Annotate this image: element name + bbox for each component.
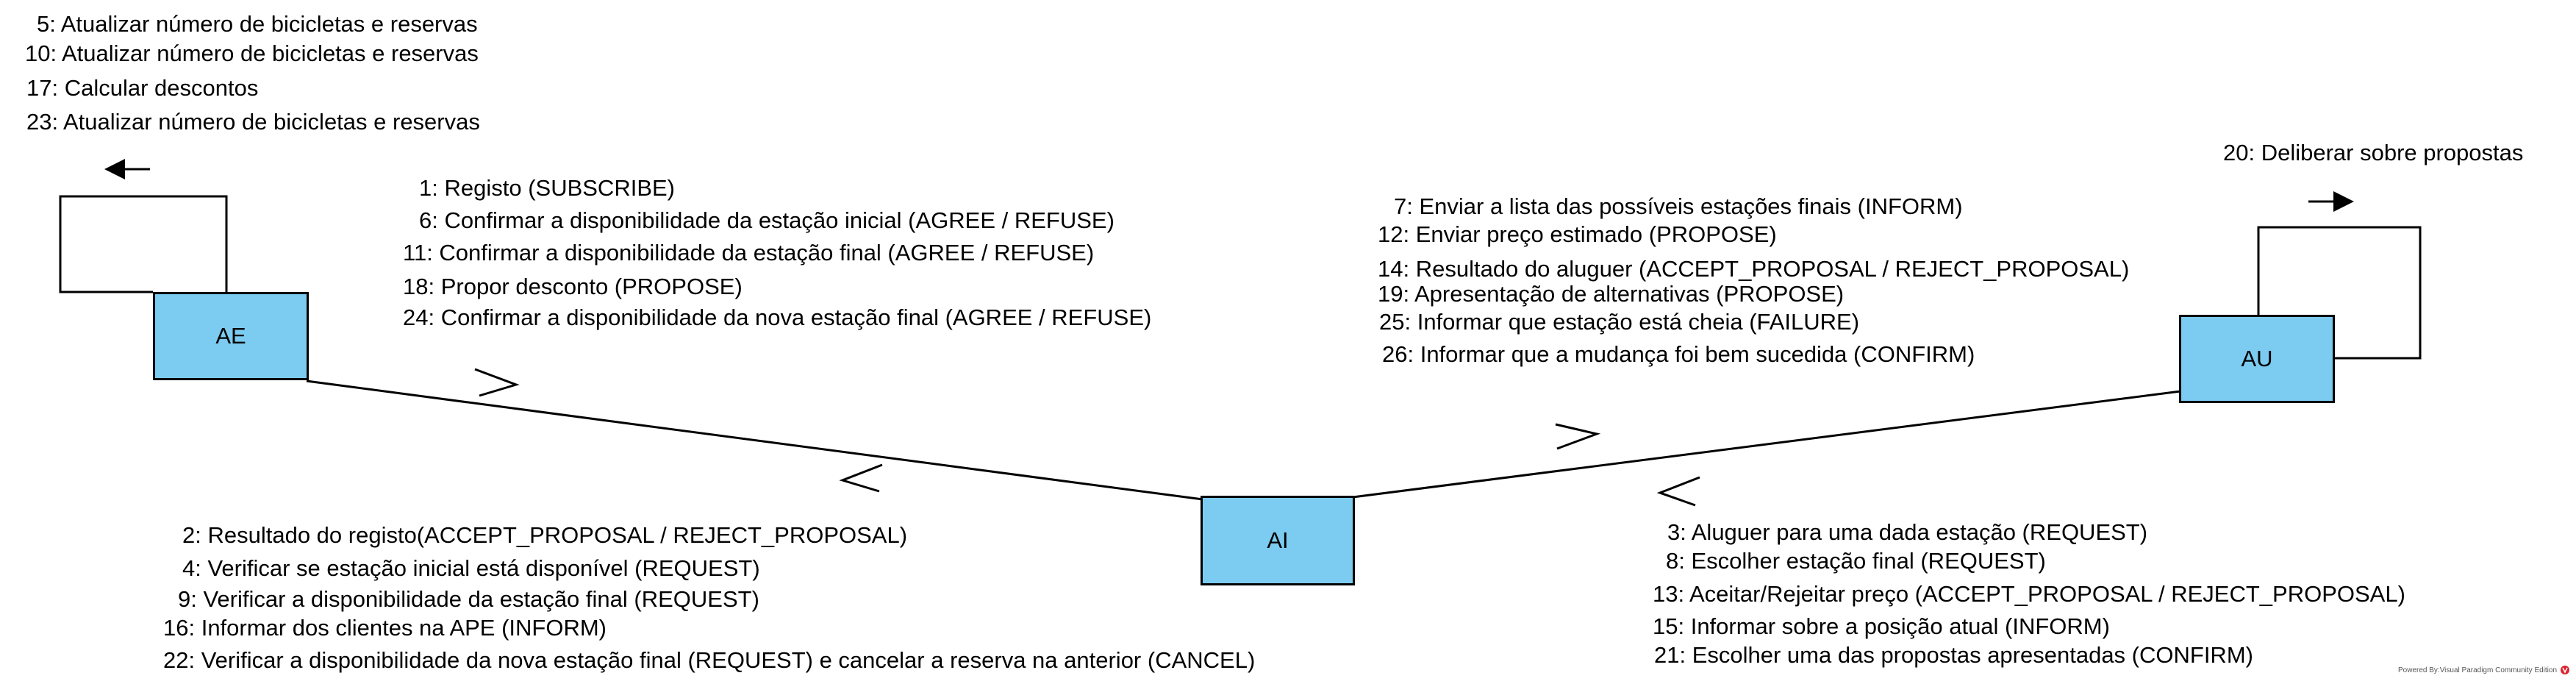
visual-paradigm-watermark: Powered By:Visual Paradigm Community Edi… <box>2398 666 2558 674</box>
ai-to-au-message: 26: Informar que a mudança foi bem suced… <box>1382 341 1975 367</box>
ai-to-ae-message: 6: Confirmar a disponibilidade da estaçã… <box>419 207 1115 233</box>
arrow-to-ai-from-au-direction <box>1656 476 1700 507</box>
ae-self-loop-arrow <box>104 159 125 179</box>
ai-to-au-message: 25: Informar que estação está cheia (FAI… <box>1379 309 1860 335</box>
au-to-ai-message: 21: Escolher uma das propostas apresenta… <box>1654 642 2253 668</box>
ae-to-ai-message: 9: Verificar a disponibilidade da estaçã… <box>178 586 759 612</box>
ai-to-au-message: 19: Apresentação de alternativas (PROPOS… <box>1378 281 1845 307</box>
au-to-ai-message: 15: Informar sobre a posição atual (INFO… <box>1653 613 2110 639</box>
au-self-message: 20: Deliberar sobre propostas <box>2223 140 2524 165</box>
agent-au-label: AU <box>2241 346 2273 371</box>
ae-to-ai-message: 2: Resultado do registo(ACCEPT_PROPOSAL … <box>182 522 908 548</box>
ae-self-loop-connector <box>59 195 228 293</box>
ai-to-ae-message: 24: Confirmar a disponibilidade da nova … <box>403 304 1152 330</box>
visual-paradigm-logo-icon <box>2561 666 2569 674</box>
ai-to-ae-message: 1: Registo (SUBSCRIBE) <box>419 175 675 201</box>
agent-ai-label: AI <box>1267 527 1289 553</box>
ai-to-au-message: 12: Enviar preço estimado (PROPOSE) <box>1378 221 1777 247</box>
ai-au-link <box>1352 390 2181 499</box>
au-self-loop-connector <box>2257 226 2422 360</box>
arrow-to-ae-ai-direction <box>474 368 520 397</box>
ae-self-message: 10: Atualizar número de bicicletas e res… <box>25 40 479 66</box>
au-self-loop-arrow <box>2333 191 2354 212</box>
agent-ai[interactable]: AI <box>1201 496 1355 585</box>
agent-au[interactable]: AU <box>2179 315 2335 403</box>
ae-self-message: 5: Atualizar número de bicicletas e rese… <box>37 11 478 37</box>
ae-ai-link <box>306 380 1203 501</box>
ae-self-message: 23: Atualizar número de bicicletas e res… <box>26 109 480 135</box>
agent-ae-label: AE <box>215 323 246 349</box>
au-to-ai-message: 8: Escolher estação final (REQUEST) <box>1666 548 2046 574</box>
au-to-ai-message: 3: Aluguer para uma dada estação (REQUES… <box>1667 519 2148 545</box>
ai-to-au-message: 14: Resultado do aluguer (ACCEPT_PROPOSA… <box>1378 256 2130 282</box>
ai-to-au-message: 7: Enviar a lista das possíveis estações… <box>1394 193 1963 219</box>
ae-self-message: 17: Calcular descontos <box>26 75 259 101</box>
arrow-to-au-direction <box>1555 423 1601 450</box>
ai-to-ae-message: 11: Confirmar a disponibilidade da estaç… <box>403 240 1095 266</box>
ae-to-ai-message: 22: Verificar a disponibilidade da nova … <box>163 647 1256 673</box>
agent-ae[interactable]: AE <box>153 292 309 380</box>
au-to-ai-message: 13: Aceitar/Rejeitar preço (ACCEPT_PROPO… <box>1653 581 2405 607</box>
ae-to-ai-message: 16: Informar dos clientes na APE (INFORM… <box>163 615 607 641</box>
ae-to-ai-message: 4: Verificar se estação inicial está dis… <box>182 555 760 581</box>
arrow-to-ai-from-ae-direction <box>839 463 883 493</box>
ai-to-ae-message: 18: Propor desconto (PROPOSE) <box>403 274 743 299</box>
